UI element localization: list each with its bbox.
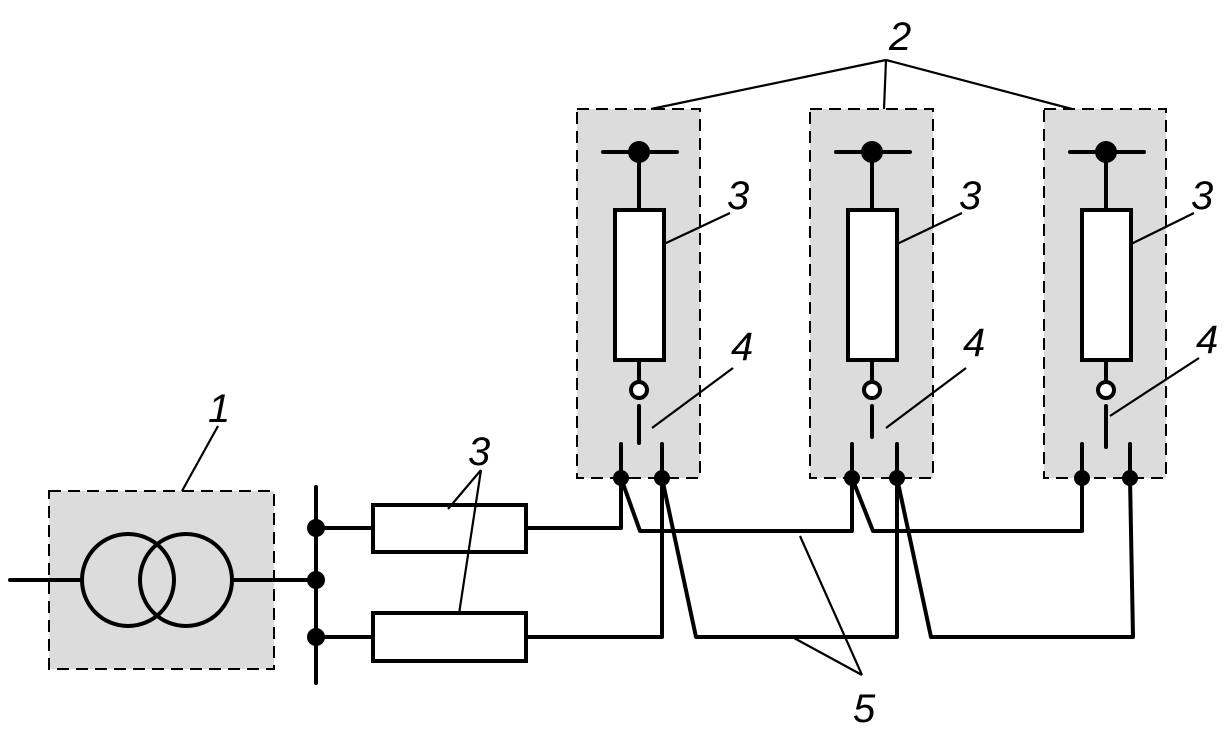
label-fuse-unit-1: 3	[727, 174, 749, 218]
number-labels: 1 2 3 3 3 4 4 4 3 5	[208, 15, 1218, 731]
cable-line-b	[524, 470, 1138, 639]
cable-line-a-feed	[524, 476, 623, 530]
leader-cable-2	[793, 637, 863, 676]
label-fuse-unit-2: 3	[959, 174, 981, 218]
feeder-fuses	[314, 503, 528, 663]
load-unit-1-fuse	[613, 208, 666, 362]
cable-line-a-node-3	[1074, 470, 1090, 486]
leader-transformer	[181, 425, 219, 492]
label-switch-unit-3: 4	[1196, 318, 1218, 362]
busbar-node-middle	[307, 571, 325, 589]
load-unit-2-fuse	[846, 208, 899, 362]
load-unit-3	[1043, 108, 1167, 480]
leader-switch-unit-3	[1109, 357, 1200, 417]
label-switch-unit-2: 4	[963, 321, 985, 365]
cable-line-a-node-1	[613, 470, 629, 486]
transformer-winding-primary	[80, 532, 176, 628]
load-unit-1	[576, 108, 701, 480]
leader-units-3	[885, 58, 1073, 111]
cable-line-a-node-2	[844, 470, 860, 486]
feeder-fuse-bottom	[371, 611, 528, 663]
label-cables: 5	[853, 687, 876, 731]
load-unit-3-fuse	[1080, 208, 1133, 362]
leader-fuse-unit-1	[663, 212, 731, 245]
leader-switch-unit-1	[651, 367, 734, 429]
label-fuse-unit-3: 3	[1191, 174, 1213, 218]
cable-line-a-run-2	[850, 476, 1084, 533]
cable-line-b-node-3	[1122, 470, 1138, 486]
leader-feeder-fuse-top	[447, 469, 482, 510]
load-unit-1-switch-contact	[629, 380, 649, 400]
busbar	[307, 485, 325, 685]
leader-feeder-fuse-bottom	[457, 469, 483, 615]
label-load-units: 2	[888, 15, 911, 59]
load-unit-2-switch-contact	[862, 380, 882, 400]
leader-fuse-unit-2	[896, 212, 963, 245]
cable-line-b-feed	[524, 476, 664, 639]
leader-lines	[181, 58, 1200, 676]
transformer-unit	[8, 490, 318, 670]
label-transformer: 1	[208, 387, 230, 431]
load-unit-2	[809, 108, 934, 480]
leader-units-1	[650, 58, 887, 111]
label-switch-unit-1: 4	[731, 325, 753, 369]
cable-line-a-run-1	[619, 476, 854, 533]
load-unit-3-switch-contact	[1096, 380, 1116, 400]
cable-line-b-node-2	[889, 470, 905, 486]
cable-line-b-node-1	[654, 470, 670, 486]
leader-switch-unit-2	[885, 367, 967, 429]
cable-line-a	[524, 470, 1090, 533]
feeder-fuse-top	[371, 503, 528, 554]
cable-line-b-run-1	[660, 476, 899, 639]
leader-cable-1	[798, 535, 864, 676]
leader-fuse-unit-3	[1130, 212, 1195, 245]
leader-units-2	[882, 59, 888, 110]
label-feeder-fuses: 3	[468, 430, 490, 474]
cable-line-b-run-2	[895, 476, 1135, 639]
